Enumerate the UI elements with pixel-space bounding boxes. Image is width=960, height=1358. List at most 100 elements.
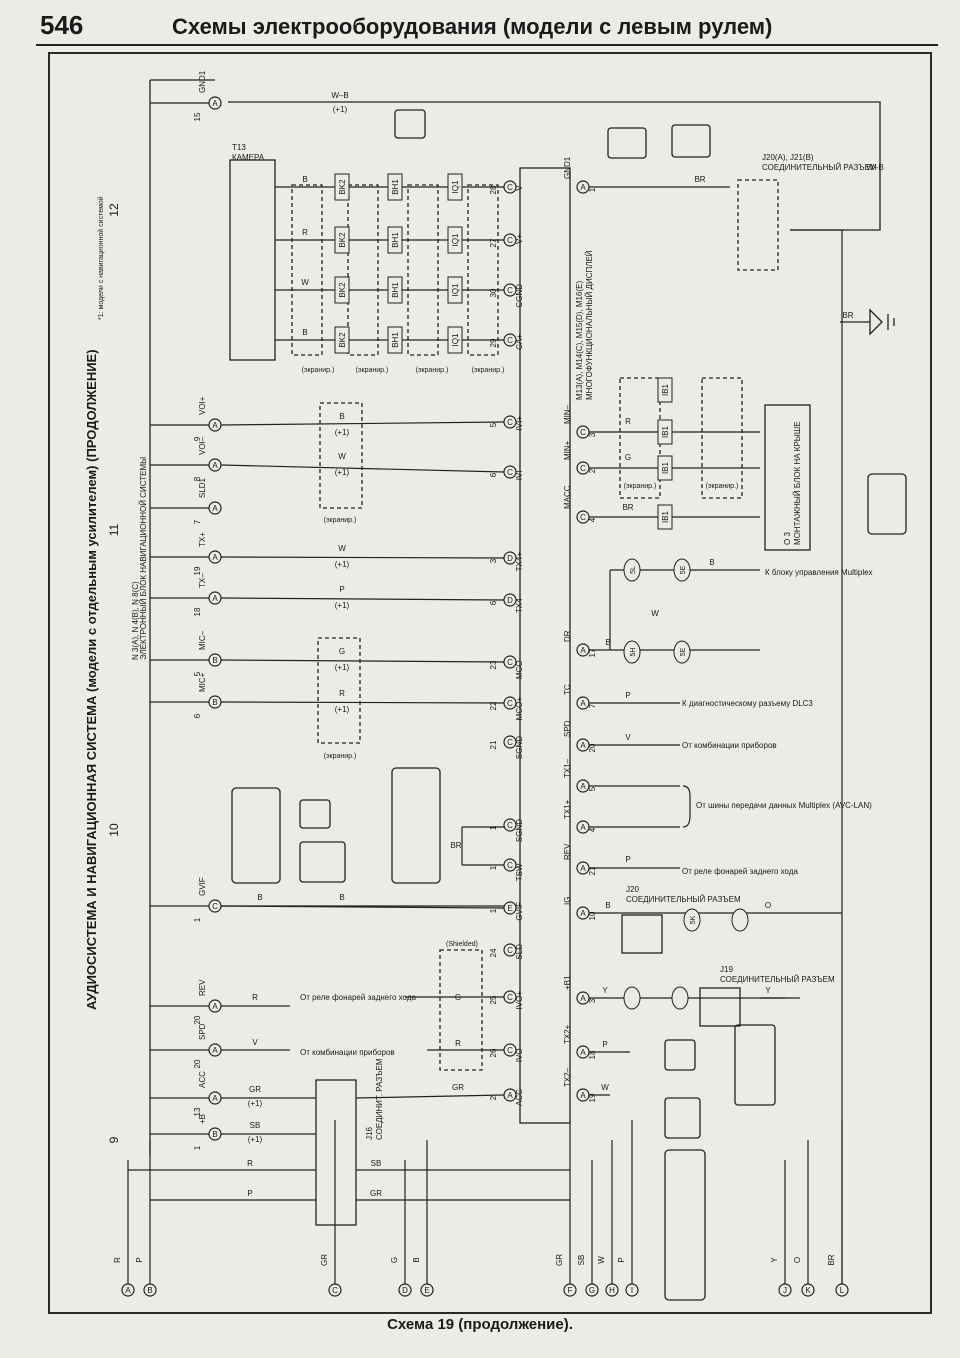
inline-connector-label-0-0: BK2 (338, 179, 347, 195)
display-left-pin-7-letter: D (507, 596, 513, 605)
display-right-pin-number-12: 18 (588, 1050, 597, 1059)
ib1-label-0: IB1 (661, 383, 670, 396)
column-number: 11 (107, 523, 121, 536)
display-right-pin-1-letter: C (580, 428, 586, 437)
display-left-pin-0 (503, 180, 517, 194)
offpage-wire-color-K: O (793, 1257, 802, 1263)
nav-pin-name-3: SLD1 (198, 477, 207, 498)
offpage-connector-D-letter: D (402, 1286, 408, 1295)
display-right-pin-2 (576, 461, 590, 475)
display-left-pin-number-13: 1 (489, 908, 498, 913)
display-left-pin-5-letter: C (507, 468, 513, 477)
annotation-6: От комбинации приборов (300, 1048, 395, 1057)
gnd-wire-color-right: W–B (866, 163, 883, 172)
diagram-caption: Схема 19 (продолжение). (387, 1316, 573, 1333)
display-right-pin-0-letter: A (580, 183, 586, 192)
offpage-wire-color-D: G (390, 1257, 399, 1263)
header-rule (36, 44, 938, 46)
display-right-pin-13 (576, 1088, 590, 1102)
nav-pin-number-0: 15 (193, 112, 202, 121)
display-left-pin-name-14: SLD (515, 944, 524, 960)
display-right-pin-name-2: MIN+ (563, 440, 572, 460)
display-left-pin-17 (503, 1088, 517, 1102)
offpage-wire-color-H: W (597, 1256, 606, 1264)
round-connector-3 (673, 640, 691, 664)
display-left-pin-6-letter: D (507, 554, 513, 563)
display-right-pin-name-8: TX1+ (563, 799, 572, 819)
footnote: *1: модели с навигационной системой (97, 196, 105, 320)
offpage-wire-color-A: R (113, 1257, 122, 1263)
display-right-pin-name-3: MACC (563, 485, 572, 509)
nav-wire-color-2: W (338, 544, 346, 553)
inline-connector-label-3-0: BK2 (338, 332, 347, 348)
shield-voi (319, 402, 363, 509)
offpage-connector-L (835, 1283, 849, 1297)
shield-label-mic: (экранир.) (324, 753, 357, 760)
offpage-connector-H-letter: H (609, 1286, 615, 1295)
display-left-pin-13 (503, 901, 517, 915)
inline-connector-1-2 (447, 226, 463, 254)
inline-connector-3-0 (334, 326, 350, 354)
diagram-frame (48, 52, 932, 1314)
connector-view-m13 (391, 767, 441, 884)
display-left-pin-number-4: 5 (489, 422, 498, 427)
inline-connector-label-3-2: IQ1 (451, 333, 460, 346)
round-connector-label-3: 5E (680, 647, 687, 656)
display-right-pin-name-10: IG (563, 897, 572, 905)
display-left-pin-6 (503, 551, 517, 565)
round-connector-5 (731, 908, 749, 932)
display-right-pin-8 (576, 820, 590, 834)
nav-pin-4 (208, 550, 222, 564)
rev-wire-color: P (625, 855, 630, 864)
connector-view-m14 (664, 1149, 706, 1301)
nav-pin-name-10: SPD (198, 1023, 207, 1040)
display-right-pin-2-letter: C (580, 464, 586, 473)
offpage-wire-color-E: B (412, 1257, 421, 1262)
column-number: 10 (107, 823, 121, 837)
annotation-0: К блоку управления Multiplex (765, 568, 873, 577)
display-right-pin-12 (576, 1045, 590, 1059)
display-left-pin-12-letter: C (507, 861, 513, 870)
round-connector-4 (683, 908, 701, 932)
nav-pin-7 (208, 695, 222, 709)
nav-pin-1 (208, 418, 222, 432)
display-left-pin-2 (503, 283, 517, 297)
nav-pin-name-11: ACC (198, 1071, 207, 1088)
round-connector-label-0: 5L (630, 566, 637, 574)
display-left-pin-10 (503, 735, 517, 749)
display-right-pin-name-1: MIN– (563, 404, 572, 424)
offpage-connector-I-letter: I (631, 1286, 633, 1295)
round-connector-label-2: 5H (630, 648, 637, 657)
nav-pin-number-9: 20 (193, 1015, 202, 1024)
nav-pin-6 (208, 653, 222, 667)
nav-wire-opt-0: (+1) (335, 428, 350, 437)
display-right-pin-name-5: TC (563, 684, 572, 695)
nav-pin-number-12: 1 (193, 1145, 202, 1150)
tx2m-wire-color: W (601, 1083, 609, 1092)
display-left-pin-number-15: 25 (489, 995, 498, 1004)
offpage-connector-F (563, 1283, 577, 1297)
display-right-pin-number-9: 21 (588, 866, 597, 875)
nav-pin-11 (208, 1091, 222, 1105)
display-left-pin-7 (503, 593, 517, 607)
ib1-connector-2 (657, 455, 673, 481)
nav-pin-8-letter: C (212, 902, 218, 911)
inline-connector-label-0-2: IQ1 (451, 180, 460, 193)
nav-pin-name-12: +B (198, 1114, 207, 1124)
annotation-1: К диагностическому разъему DLC3 (682, 699, 813, 708)
display-right-pin-3-letter: C (580, 513, 586, 522)
display-left-pin-17-letter: A (507, 1091, 513, 1100)
display-right-pin-10-letter: A (580, 909, 586, 918)
display-left-pin-name-0: V– (515, 180, 524, 190)
spd-wire-color: V (625, 733, 631, 742)
shield-label-min-1: (экранир.) (624, 483, 657, 490)
ib1-label-2: IB1 (661, 461, 670, 474)
display-left-pin-1 (503, 233, 517, 247)
nav-pin-9 (208, 999, 222, 1013)
nav-pin-name-9: REV (198, 979, 207, 996)
annotation-4: От реле фонарей заднего хода (682, 867, 798, 876)
round-connector-1 (673, 558, 691, 582)
shield-label-ivo: (Shielded) (446, 941, 478, 948)
display-right-pin-1 (576, 425, 590, 439)
round-connector-label-1: 5E (680, 565, 687, 574)
